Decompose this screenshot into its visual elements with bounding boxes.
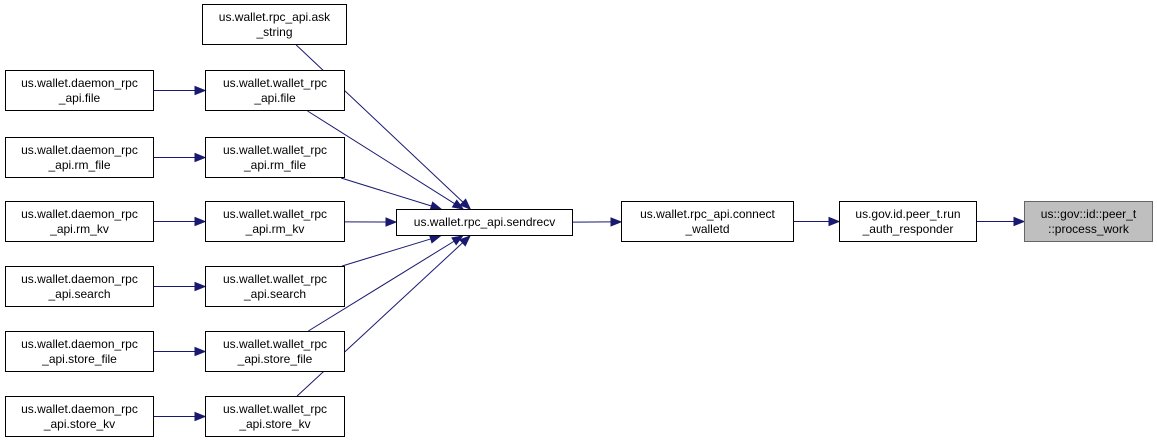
node-daemon-rm-kv[interactable]: us.wallet.daemon_rpc _api.rm_kv xyxy=(5,201,154,242)
node-label-line: us.wallet.daemon_rpc xyxy=(21,206,138,221)
arrowhead-wallet_rm_kv-to-sendrecv xyxy=(385,217,398,227)
node-label-line: _api.store_file xyxy=(42,351,117,366)
node-sendrecv[interactable]: us.wallet.rpc_api.sendrecv xyxy=(396,209,573,236)
node-label-line: _api.store_kv xyxy=(43,416,116,431)
node-process-work-current: us::gov::id::peer_t ::process_work xyxy=(1024,201,1153,242)
node-daemon-store-kv[interactable]: us.wallet.daemon_rpc _api.store_kv xyxy=(5,396,154,437)
node-run-auth-responder[interactable]: us.gov.id.peer_t.run _auth_responder xyxy=(839,201,977,242)
node-label-line: _walletd xyxy=(685,221,730,236)
node-label-line: us.gov.id.peer_t.run xyxy=(855,206,961,221)
node-label-line: _api.file xyxy=(254,90,296,105)
node-daemon-rm-file[interactable]: us.wallet.daemon_rpc _api.rm_file xyxy=(5,137,154,178)
edge-wallet_file-to-sendrecv xyxy=(307,110,455,205)
arrowhead-wallet_store_file-to-sendrecv xyxy=(451,235,464,246)
arrowhead-run_auth_responder-to-process_work xyxy=(1013,216,1026,227)
node-label-line: _auth_responder xyxy=(862,221,954,236)
node-wallet-rm-kv[interactable]: us.wallet.wallet_rpc _api.rm_kv xyxy=(205,201,345,242)
node-wallet-store-file[interactable]: us.wallet.wallet_rpc _api.store_file xyxy=(205,331,345,372)
node-label-line: us.wallet.rpc_api.sendrecv xyxy=(413,215,556,229)
node-label-line: us.wallet.daemon_rpc xyxy=(21,142,138,157)
node-label-line: _api.store_file xyxy=(237,351,313,366)
edge-ask_string-to-sendrecv xyxy=(295,44,464,203)
node-label-line: us.wallet.wallet_rpc xyxy=(222,75,328,90)
arrowhead-daemon_rm_file-to-wallet_rm_file xyxy=(194,152,207,163)
node-label-line: us::gov::id::peer_t xyxy=(1040,206,1137,221)
node-label-line: us.wallet.daemon_rpc xyxy=(21,271,138,286)
node-label-line: us.wallet.daemon_rpc xyxy=(21,336,138,351)
node-label-line: us.wallet.rpc_api.connect xyxy=(640,206,775,221)
node-daemon-store-file[interactable]: us.wallet.daemon_rpc _api.store_file xyxy=(5,331,154,372)
node-daemon-file[interactable]: us.wallet.daemon_rpc _api.file xyxy=(5,70,154,111)
arrowhead-connect_walletd-to-run_auth_responder xyxy=(828,216,841,227)
node-label-line: us.wallet.wallet_rpc xyxy=(222,271,328,286)
edge-wallet_rm_file-to-sendrecv xyxy=(340,177,432,207)
arrowhead-wallet_search-to-sendrecv xyxy=(428,234,442,244)
edge-wallet_search-to-sendrecv xyxy=(341,238,431,267)
node-label-line: _api.file xyxy=(58,90,101,105)
node-wallet-rm-file[interactable]: us.wallet.wallet_rpc _api.rm_file xyxy=(205,137,345,178)
arrowhead-wallet_file-to-sendrecv xyxy=(451,199,465,210)
node-label-line: _api.rm_kv xyxy=(50,221,109,236)
node-label-line: us.wallet.wallet_rpc xyxy=(222,142,328,157)
node-label-line: us.wallet.daemon_rpc xyxy=(21,75,138,90)
arrowhead-wallet_store_kv-to-sendrecv xyxy=(458,235,471,247)
node-wallet-store-kv[interactable]: us.wallet.wallet_rpc _api.store_kv xyxy=(205,396,345,437)
arrowhead-ask_string-to-sendrecv xyxy=(459,198,472,210)
node-label-line: _api.search xyxy=(243,286,307,301)
node-daemon-search[interactable]: us.wallet.daemon_rpc _api.search xyxy=(5,266,154,307)
edge-wallet_store_file-to-sendrecv xyxy=(308,240,455,332)
node-label-line: us.wallet.daemon_rpc xyxy=(21,401,138,416)
node-wallet-file[interactable]: us.wallet.wallet_rpc _api.file xyxy=(205,70,345,111)
arrowhead-daemon_rm_kv-to-wallet_rm_kv xyxy=(194,216,207,227)
node-label-line: _api.store_kv xyxy=(239,416,311,431)
node-connect-walletd[interactable]: us.wallet.rpc_api.connect _walletd xyxy=(621,201,794,242)
arrowhead-sendrecv-to-connect_walletd xyxy=(610,217,623,227)
node-label-line: us.wallet.wallet_rpc xyxy=(222,206,328,221)
arrowhead-daemon_file-to-wallet_file xyxy=(194,85,207,96)
arrowhead-daemon_store_kv-to-wallet_store_kv xyxy=(194,411,207,422)
node-label-line: _api.search xyxy=(48,286,111,301)
node-label-line: us.wallet.wallet_rpc xyxy=(222,401,328,416)
arrowhead-daemon_search-to-wallet_search xyxy=(194,281,207,292)
node-label-line: ::process_work xyxy=(1048,221,1129,236)
node-ask-string[interactable]: us.wallet.rpc_api.ask _string xyxy=(202,4,347,45)
node-label-line: _string xyxy=(256,24,293,39)
node-label-line: _api.rm_file xyxy=(48,157,111,172)
node-wallet-search[interactable]: us.wallet.wallet_rpc _api.search xyxy=(205,266,345,307)
node-label-line: us.wallet.rpc_api.ask xyxy=(218,9,331,24)
node-label-line: us.wallet.wallet_rpc xyxy=(222,336,328,351)
node-label-line: _api.rm_file xyxy=(243,157,307,172)
node-label-line: _api.rm_kv xyxy=(245,221,305,236)
arrowhead-daemon_store_file-to-wallet_store_file xyxy=(194,346,207,357)
